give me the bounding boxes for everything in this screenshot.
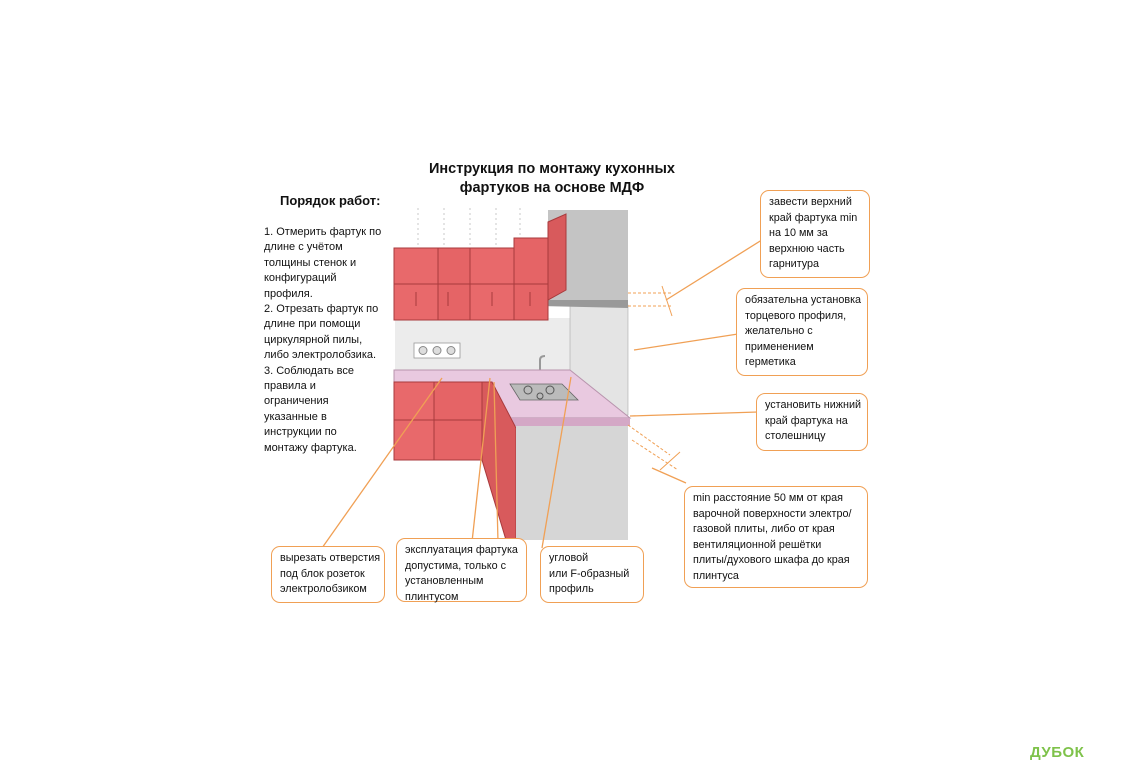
upper-cabinets: [393, 213, 567, 321]
steps-line: правила и: [264, 380, 316, 393]
callout-line: столешницу: [765, 430, 826, 443]
steps-line: либо электролобзика.: [264, 349, 377, 362]
callout-line: установленным: [405, 575, 484, 588]
ceiling-guides: [417, 208, 521, 248]
callout-min-distance: min расстояние 50 мм от края варочной по…: [684, 486, 868, 588]
callout-line: край фартука min: [769, 211, 858, 224]
steps-line: 2. Отрезать фартук по: [264, 303, 379, 316]
callout-line: торцевого профиля,: [745, 309, 847, 322]
callout-line: вырезать отверстия: [280, 552, 381, 564]
callout-line: обязательна установка: [745, 294, 862, 306]
callout-line: край фартука на: [765, 414, 848, 427]
steps-line: 1. Отмерить фартук по: [264, 226, 382, 238]
callout-line: или F-образный: [549, 567, 630, 580]
steps-line: инструкции по: [264, 426, 337, 439]
callout-line: установить нижний: [765, 399, 862, 411]
callout-line: герметика: [745, 356, 796, 369]
faucet: [539, 355, 546, 372]
steps-line: длине при помощи: [264, 318, 361, 331]
callout-line: допустима, только с: [405, 559, 506, 572]
callout-line: верхнюю часть: [769, 242, 845, 255]
steps-line: конфигураций: [264, 272, 337, 285]
callout-pointers: [321, 237, 766, 549]
callout-line: газовой плиты, либо от края: [693, 523, 835, 536]
lower-cabinets: [393, 381, 517, 541]
cabinet-side: [516, 426, 628, 540]
steps-line: указанные в: [264, 410, 327, 423]
cooktop: [509, 383, 579, 401]
brand-logo: ДУБОК: [1030, 744, 1085, 761]
callout-line: min расстояние 50 мм от края: [693, 492, 844, 504]
hood-bottom: [540, 300, 628, 308]
steps-line: профиля.: [264, 287, 313, 300]
steps-heading: Порядок работ:: [280, 193, 381, 208]
callout-end-profile: обязательна установка торцевого профиля,…: [736, 288, 868, 376]
steps-line: длине с учётом: [264, 241, 343, 254]
title-line: фартуков на основе МДФ: [459, 180, 645, 196]
callout-line: плинтусом: [405, 590, 459, 603]
callout-line: завести верхний: [769, 196, 852, 208]
title-line: Инструкция по монтажу кухонных: [428, 161, 675, 177]
callout-line: профиль: [549, 583, 594, 596]
steps-line: монтажу фартука.: [264, 441, 357, 454]
steps-line: циркулярной пилы,: [264, 333, 363, 346]
callout-operation: эксплуатация фартука допустима, только с…: [396, 538, 527, 603]
callout-line: плиты/духового шкафа до края: [693, 554, 850, 567]
callout-top-edge: завести верхний край фартука min на 10 м…: [760, 190, 870, 278]
steps-line: толщины стенок и: [264, 256, 357, 269]
callout-line: на 10 мм за: [769, 227, 828, 240]
steps-line: ограничения: [264, 395, 329, 408]
steps-line: 3. Соблюдать все: [264, 364, 354, 377]
callout-line: плинтуса: [693, 569, 739, 582]
callout-line: применением: [745, 340, 814, 353]
countertop-front: [508, 418, 630, 426]
callout-line: эксплуатация фартука: [405, 544, 518, 556]
callout-sockets: вырезать отверстия под блок розеток элек…: [271, 546, 385, 603]
callout-line: под блок розеток: [280, 567, 365, 580]
socket-block: [413, 342, 461, 359]
dimension-marks: [627, 285, 681, 471]
diagram-title: Инструкция по монтажу кухонных фартуков …: [402, 160, 702, 198]
callout-line: электролобзиком: [280, 583, 367, 596]
callout-line: желательно с: [745, 325, 813, 338]
callout-corner-profile: угловой или F-образный профиль: [540, 546, 644, 603]
callout-line: вентиляционной решётки: [693, 538, 822, 551]
callout-line: варочной поверхности электро/: [693, 507, 852, 520]
callout-line: угловой: [549, 552, 589, 564]
callout-bottom-edge: установить нижний край фартука на столеш…: [756, 393, 868, 451]
steps-list: 1. Отмерить фартук по длине с учётом тол…: [264, 225, 394, 456]
callout-line: гарнитура: [769, 258, 820, 271]
